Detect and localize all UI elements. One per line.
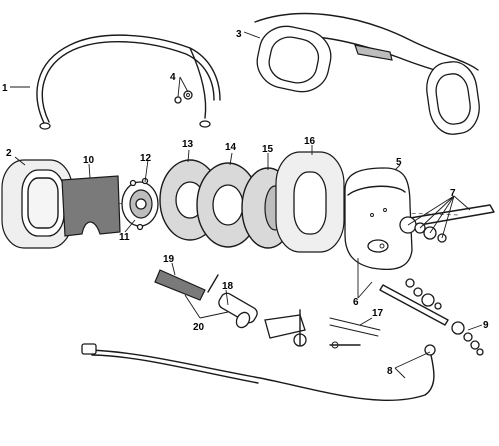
callout-4: 4 bbox=[170, 72, 176, 83]
ear-seal-part bbox=[275, 151, 345, 253]
callout-16: 16 bbox=[304, 136, 316, 147]
callout-14: 14 bbox=[225, 142, 237, 153]
callout-13: 13 bbox=[182, 139, 194, 150]
callout-12: 12 bbox=[140, 153, 152, 164]
callout-15: 15 bbox=[262, 144, 274, 155]
speaker-part bbox=[121, 177, 159, 231]
ear-cushion-part bbox=[1, 159, 73, 249]
headband-wire-part bbox=[36, 34, 221, 130]
callout-3: 3 bbox=[236, 29, 242, 40]
leader-lines bbox=[10, 31, 483, 379]
callout-1: 1 bbox=[2, 83, 8, 94]
callout-20: 20 bbox=[193, 322, 205, 333]
callout-7: 7 bbox=[450, 188, 456, 199]
head-strap-part bbox=[254, 12, 480, 135]
callout-11: 11 bbox=[119, 232, 130, 243]
callout-19: 19 bbox=[163, 254, 175, 265]
callout-18: 18 bbox=[222, 281, 234, 292]
callout-17: 17 bbox=[372, 308, 384, 319]
microphone-part bbox=[154, 269, 258, 329]
callout-8: 8 bbox=[387, 366, 393, 377]
callout-9: 9 bbox=[483, 320, 489, 331]
boom-bracket-part bbox=[264, 309, 381, 349]
cable-part bbox=[81, 343, 436, 401]
callout-5: 5 bbox=[396, 157, 402, 168]
callout-10: 10 bbox=[83, 155, 95, 166]
earcup-shell-part bbox=[344, 167, 413, 271]
volume-knob-part bbox=[399, 204, 495, 243]
boom-hardware-part bbox=[379, 278, 484, 356]
callout-2: 2 bbox=[6, 148, 12, 159]
foam-disc-14-part bbox=[196, 162, 260, 248]
screw-parts bbox=[174, 90, 193, 104]
foam-insert-part bbox=[61, 175, 121, 237]
callout-6: 6 bbox=[353, 297, 359, 308]
